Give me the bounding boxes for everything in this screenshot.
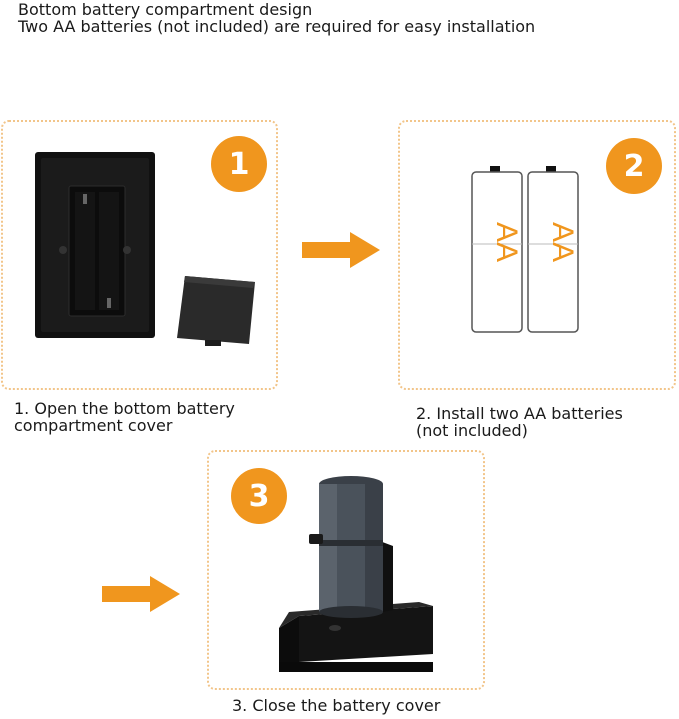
device-base-open-compartment-illustration [35, 152, 155, 338]
aa-batteries-illustration: AA AA [471, 166, 579, 333]
step-2-panel: AA AA 2 [398, 120, 676, 390]
step-2-caption-line-1: 2. Install two AA batteries [416, 404, 623, 423]
step-1-caption: 1. Open the bottom battery compartment c… [14, 400, 235, 434]
step-1-number-badge: 1 [211, 136, 267, 192]
step-2-caption: 2. Install two AA batteries (not include… [416, 405, 623, 439]
air-pump-on-base-illustration [279, 476, 433, 672]
header-line-2: Two AA batteries (not included) are requ… [18, 17, 536, 36]
step-1-caption-line-2: compartment cover [14, 416, 173, 435]
step-3-panel: 3 [207, 450, 485, 690]
header-line-1: Bottom battery compartment design [18, 0, 313, 19]
step-2-caption-line-2: (not included) [416, 421, 528, 440]
step-3-number-badge: 3 [231, 468, 287, 524]
compartment-cover-illustration [177, 276, 255, 346]
arrow-right-icon [102, 576, 180, 612]
step-3-caption: 3. Close the battery cover [232, 696, 441, 715]
step-1-caption-line-1: 1. Open the bottom battery [14, 399, 235, 418]
arrow-right-icon [302, 232, 380, 268]
battery-1-label: AA [490, 222, 523, 262]
step-2-number-badge: 2 [606, 138, 662, 194]
battery-2-label: AA [546, 222, 579, 262]
step-1-panel: 1 [1, 120, 278, 390]
